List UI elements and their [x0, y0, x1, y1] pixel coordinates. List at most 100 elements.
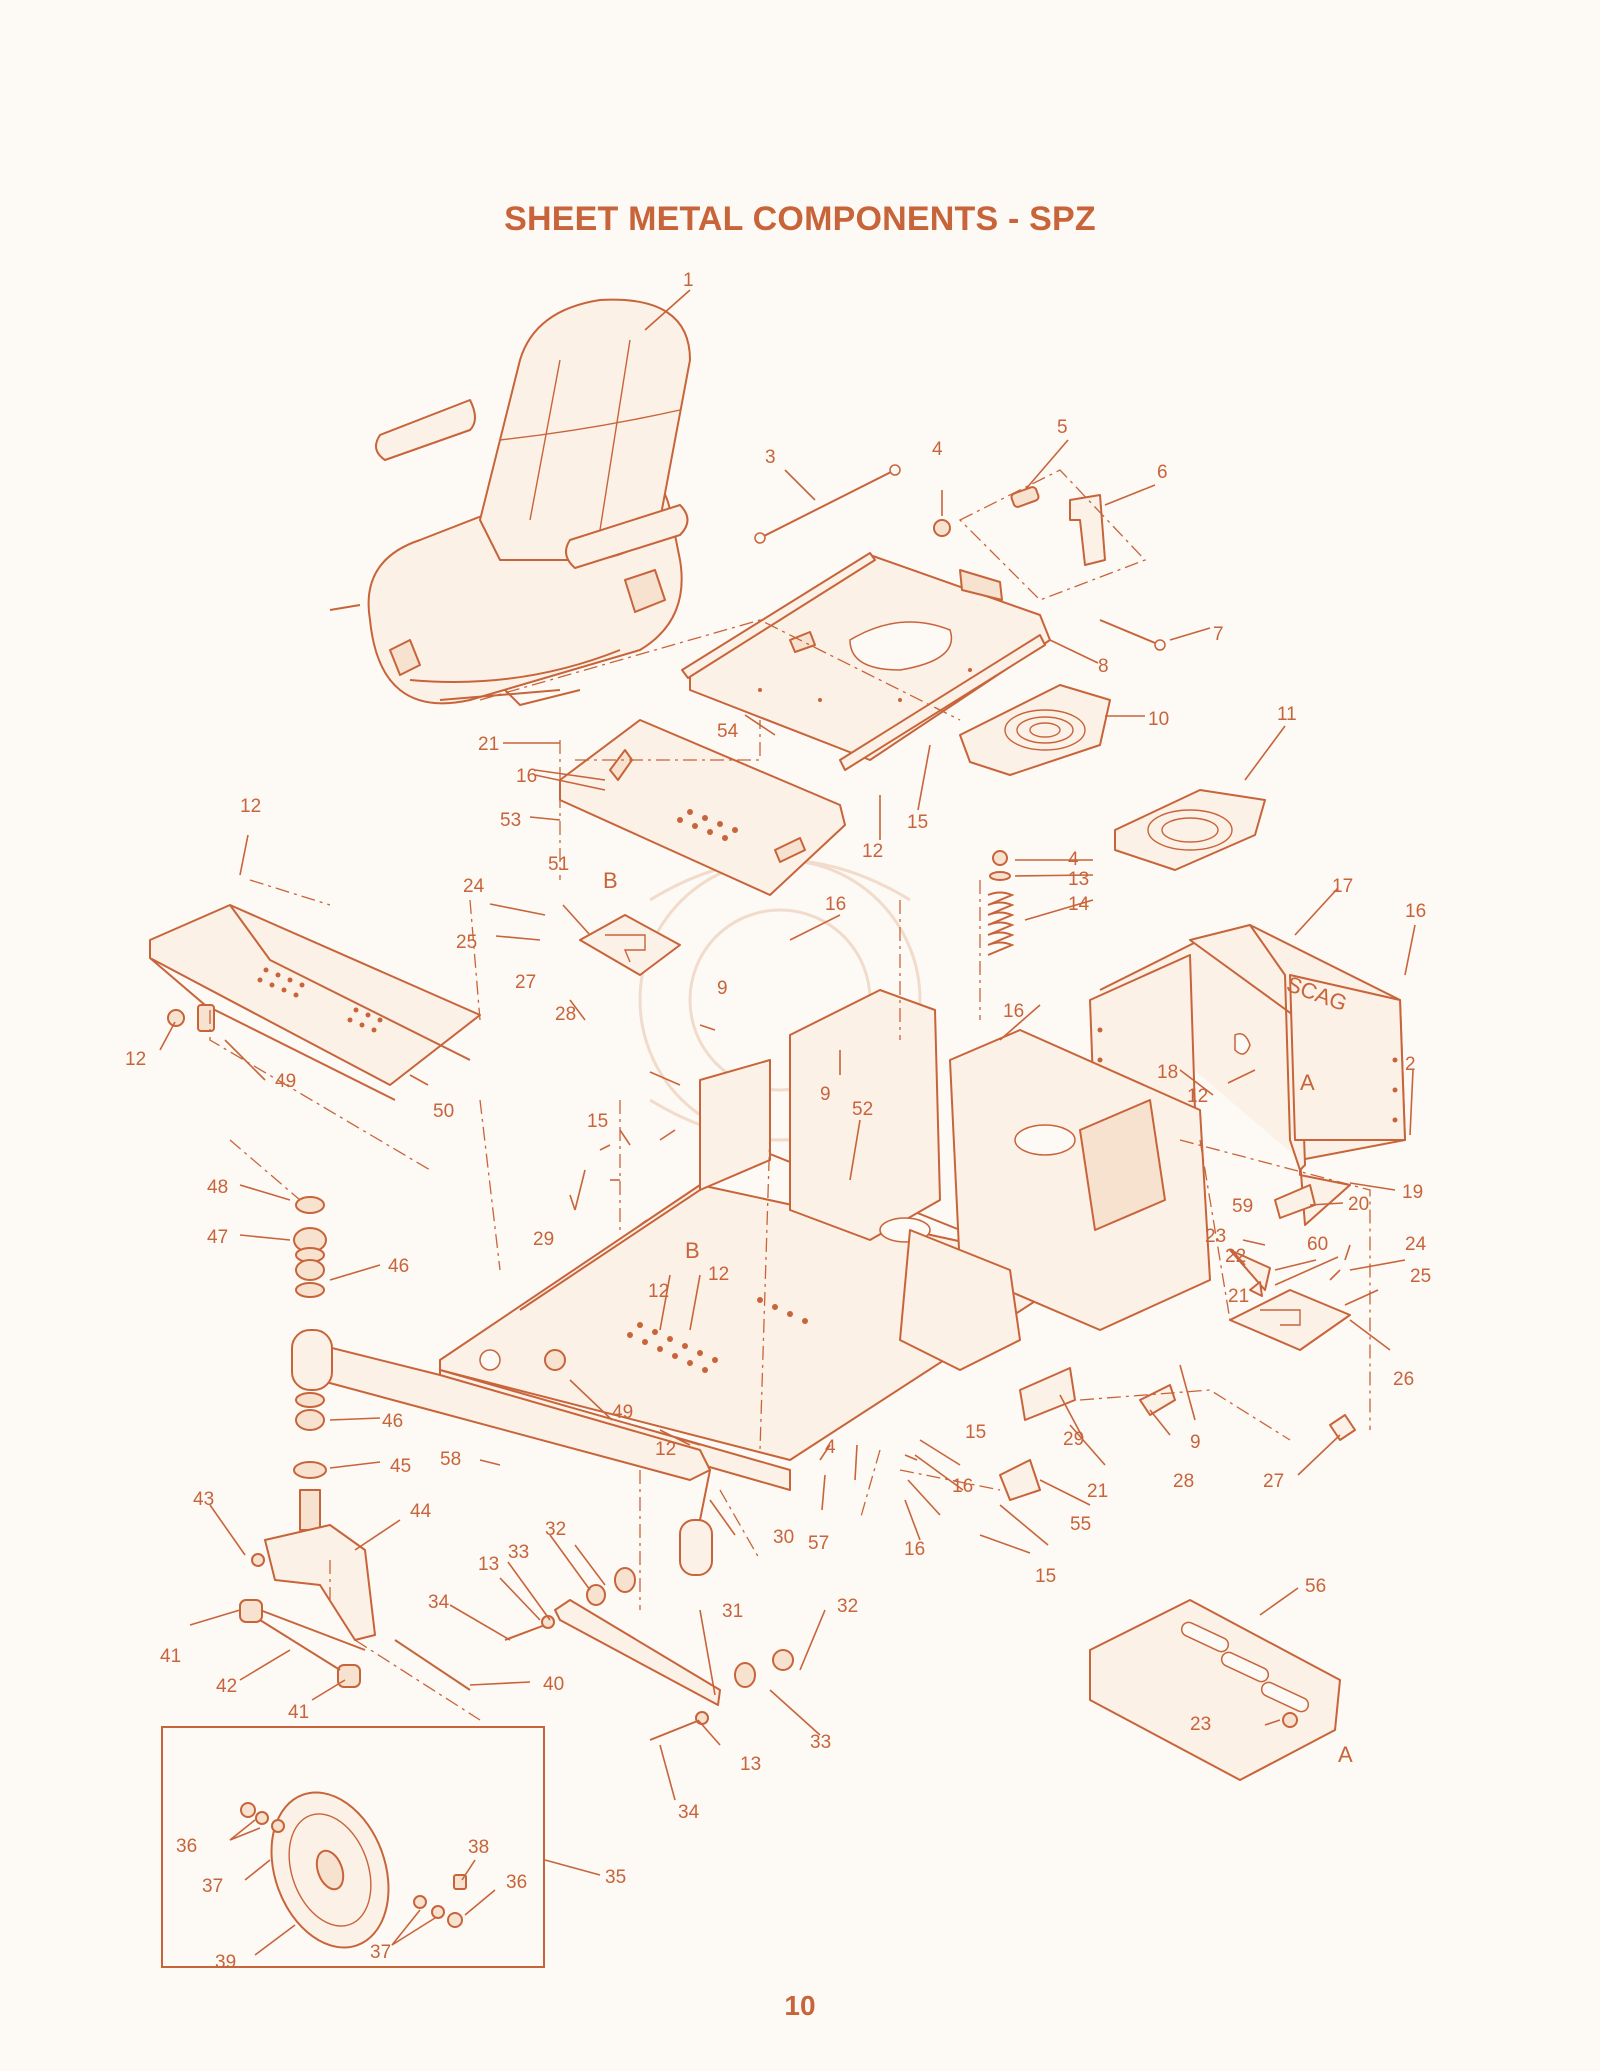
callout-53: 53	[500, 810, 521, 831]
callout-24: 24	[463, 876, 485, 897]
callout-43: 43	[193, 1489, 214, 1510]
callout-16: 16	[516, 766, 537, 787]
callout-31: 31	[722, 1601, 743, 1622]
callout-11: 11	[1277, 704, 1297, 725]
callout-36: 36	[176, 1836, 197, 1857]
callout-46: 46	[388, 1256, 409, 1277]
callout-7: 7	[1213, 624, 1224, 645]
callout-15: 15	[965, 1422, 986, 1443]
callout-16: 16	[1003, 1001, 1024, 1022]
callout-44: 44	[410, 1501, 432, 1522]
callout-24: 24	[1405, 1234, 1427, 1255]
callout-4: 4	[825, 1437, 836, 1458]
callout-33: 33	[508, 1542, 529, 1563]
callout-22: 22	[1225, 1246, 1246, 1267]
callout-38: 38	[468, 1837, 489, 1858]
callout-9: 9	[1190, 1432, 1201, 1453]
callout-40: 40	[543, 1674, 564, 1695]
callout-12: 12	[240, 796, 261, 817]
callout-19: 19	[1402, 1182, 1423, 1203]
callout-21: 21	[478, 734, 499, 755]
callout-12: 12	[648, 1281, 669, 1302]
callout-18: 18	[1157, 1062, 1178, 1083]
callout-9: 9	[820, 1084, 831, 1105]
callout-56: 56	[1305, 1576, 1326, 1597]
callout-4: 4	[1068, 849, 1079, 870]
callout-15: 15	[1035, 1566, 1056, 1587]
callout-6: 6	[1157, 462, 1168, 483]
callout-34: 34	[428, 1592, 450, 1613]
callout-8: 8	[1098, 656, 1109, 677]
callout-41: 41	[160, 1646, 181, 1667]
callout-12: 12	[655, 1439, 676, 1460]
callout-49: 49	[612, 1402, 633, 1423]
callout-42: 42	[216, 1676, 237, 1697]
page-title: SHEET METAL COMPONENTS - SPZ	[504, 200, 1096, 238]
callout-17: 17	[1332, 876, 1353, 897]
callout-54: 54	[717, 721, 739, 742]
callout-57: 57	[808, 1533, 829, 1554]
callout-12: 12	[708, 1264, 729, 1285]
callout-49: 49	[275, 1071, 296, 1092]
reference-mark-a: A	[1338, 1742, 1353, 1767]
callout-16: 16	[952, 1476, 973, 1497]
callout-29: 29	[1063, 1429, 1084, 1450]
callout-12: 12	[862, 841, 883, 862]
callout-15: 15	[907, 812, 928, 833]
callout-12: 12	[125, 1049, 146, 1070]
callout-37: 37	[202, 1876, 223, 1897]
callout-26: 26	[1393, 1369, 1414, 1390]
page-number: 10	[784, 1990, 816, 2021]
suspension-spring	[987, 850, 1015, 956]
reference-marks: B B A A	[603, 868, 1353, 1767]
callout-27: 27	[515, 972, 536, 993]
callout-2: 2	[1405, 1054, 1416, 1075]
seat-assembly	[329, 298, 691, 707]
callout-27: 27	[1263, 1471, 1284, 1492]
callout-33: 33	[810, 1732, 831, 1753]
callout-39: 39	[215, 1952, 236, 1973]
latch-hardware	[933, 469, 1166, 651]
callout-20: 20	[1348, 1194, 1369, 1215]
callout-45: 45	[390, 1456, 411, 1477]
seat-mount-plate	[681, 552, 1051, 771]
callout-35: 35	[605, 1867, 626, 1888]
callout-59: 59	[1232, 1196, 1253, 1217]
callout-23: 23	[1205, 1226, 1226, 1247]
callout-50: 50	[433, 1101, 454, 1122]
callout-16: 16	[1405, 901, 1426, 922]
callout-12: 12	[1187, 1086, 1208, 1107]
steering-linkage	[504, 1567, 794, 1741]
caster-fork-assembly	[239, 1196, 471, 1691]
callout-25: 25	[456, 932, 477, 953]
callout-labels: 1 3 4 5 6 7 8 10 11 54 21 16 53 12 15 4 …	[125, 270, 1431, 1973]
callout-21: 21	[1087, 1481, 1108, 1502]
callout-15: 15	[587, 1111, 608, 1132]
callout-52: 52	[852, 1099, 873, 1120]
callout-leaders	[159, 289, 1416, 1956]
side-shield-bracket	[1089, 1599, 1341, 1781]
callout-58: 58	[440, 1449, 461, 1470]
callout-55: 55	[1070, 1514, 1091, 1535]
seat-latch-rod	[754, 464, 901, 544]
callout-5: 5	[1057, 417, 1068, 438]
callout-41: 41	[288, 1702, 309, 1723]
callout-3: 3	[765, 447, 776, 468]
assembly-guide-lines	[209, 619, 1371, 1721]
front-axle-beam	[291, 1329, 713, 1576]
reference-mark-b: B	[603, 868, 618, 893]
callout-47: 47	[207, 1227, 228, 1248]
callout-13: 13	[1068, 869, 1089, 890]
reference-mark-a: A	[1300, 1070, 1315, 1095]
callout-34: 34	[678, 1802, 700, 1823]
callout-29: 29	[533, 1229, 554, 1250]
callout-28: 28	[1173, 1471, 1194, 1492]
callout-48: 48	[207, 1177, 228, 1198]
callout-16: 16	[825, 894, 846, 915]
callout-51: 51	[548, 854, 569, 875]
reference-mark-b: B	[685, 1238, 700, 1263]
callout-23: 23	[1190, 1714, 1211, 1735]
right-bracket-hardware	[999, 1184, 1356, 1501]
